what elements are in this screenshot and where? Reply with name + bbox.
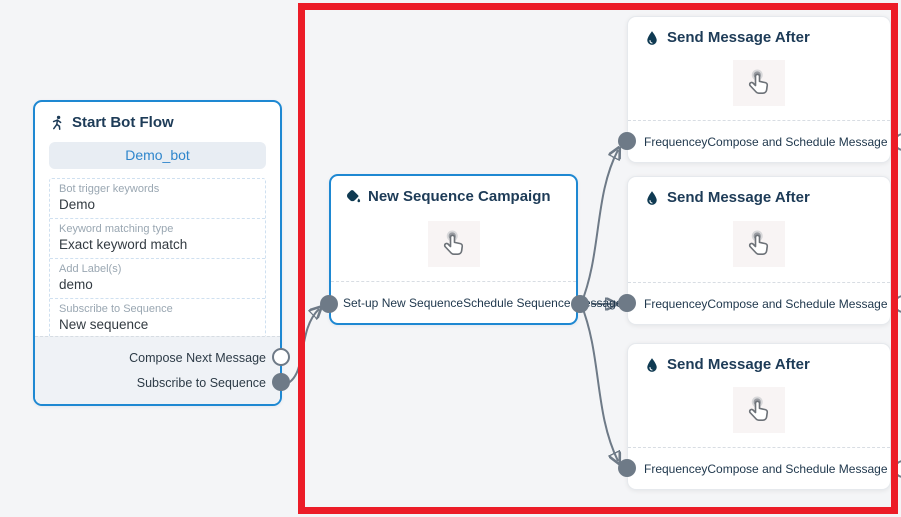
field-value: Exact keyword match — [59, 237, 188, 252]
node-send-message-after-1[interactable]: Send Message After Frequencey Compose an… — [618, 16, 901, 163]
send-node-footer: Frequencey Compose and Schedule Message — [628, 282, 901, 324]
port-set-up-new-sequence[interactable] — [320, 295, 338, 313]
campaign-node-footer: Set-up New Sequence Schedule Sequence Me… — [331, 281, 623, 323]
node-start-bot-flow[interactable]: Start Bot Flow Demo_bot Bot trigger keyw… — [33, 100, 290, 406]
port-subscribe-to-sequence[interactable] — [272, 373, 290, 391]
water-drop-icon — [647, 357, 657, 372]
port-schedule-sequence-message[interactable] — [571, 295, 589, 313]
send-node-body — [628, 381, 890, 439]
campaign-right-port-label: Schedule Sequence Message — [463, 295, 623, 310]
send-output-label: Compose and Schedule Message — [707, 134, 888, 149]
node-title: Send Message After — [667, 189, 810, 206]
port-compose-next-message[interactable] — [272, 348, 290, 366]
water-drop-icon — [647, 190, 657, 205]
send-node-body — [628, 54, 890, 112]
send-input-label: Frequencey — [644, 134, 708, 149]
field-value: demo — [59, 277, 93, 292]
send-output-label: Compose and Schedule Message — [707, 461, 888, 476]
field-label: Keyword matching type — [59, 223, 174, 235]
send-node-footer: Frequencey Compose and Schedule Message — [628, 447, 901, 489]
tap-hand-button[interactable] — [733, 221, 785, 267]
tap-hand-icon — [748, 396, 769, 421]
send-node-body — [628, 214, 890, 274]
node-title: Start Bot Flow — [72, 114, 174, 131]
node-new-sequence-campaign[interactable]: New Sequence Campaign Set-up New Sequenc… — [320, 174, 623, 325]
field-label: Add Label(s) — [59, 263, 122, 275]
field-label: Bot trigger keywords — [59, 183, 160, 195]
send-input-label: Frequencey — [644, 461, 708, 476]
tap-hand-icon — [443, 230, 463, 255]
field-add-labels[interactable]: Add Label(s) demo — [50, 258, 265, 298]
field-value: Demo — [59, 197, 96, 212]
node-send-message-after-2[interactable]: Send Message After Frequencey Compose an… — [618, 176, 901, 325]
running-person-icon — [52, 115, 62, 130]
node-title: Send Message After — [667, 29, 810, 46]
start-node-fields: Bot trigger keywords Demo Keyword matchi… — [49, 178, 266, 339]
tap-hand-button[interactable] — [733, 60, 785, 106]
port-frequencey[interactable] — [618, 132, 636, 150]
campaign-node-header: New Sequence Campaign — [331, 176, 576, 213]
wire-campaign-to-send-bottom — [580, 303, 618, 461]
output-label: Compose Next Message — [129, 350, 266, 365]
field-value: New sequence — [59, 317, 149, 332]
field-bot-trigger-keywords[interactable]: Bot trigger keywords Demo — [50, 179, 265, 218]
campaign-node-body — [331, 213, 576, 275]
tap-hand-icon — [748, 230, 769, 255]
port-compose-and-schedule-message[interactable] — [893, 294, 901, 313]
field-subscribe-to-sequence[interactable]: Subscribe to Sequence New sequence — [50, 298, 265, 338]
tap-hand-icon — [748, 69, 769, 94]
output-row-compose-next-message: Compose Next Message — [35, 345, 290, 370]
send-node-footer: Frequencey Compose and Schedule Message — [628, 120, 901, 162]
start-node-header: Start Bot Flow — [35, 102, 280, 139]
output-row-subscribe-to-sequence: Subscribe to Sequence — [35, 370, 290, 395]
output-label: Subscribe to Sequence — [136, 375, 266, 390]
send-input-label: Frequencey — [644, 296, 708, 311]
field-label: Subscribe to Sequence — [59, 303, 173, 315]
start-node-footer: Compose Next Message Subscribe to Sequen… — [35, 336, 290, 404]
tap-hand-button[interactable] — [733, 387, 785, 433]
campaign-left-port-label: Set-up New Sequence — [343, 295, 464, 310]
field-keyword-matching-type[interactable]: Keyword matching type Exact keyword matc… — [50, 218, 265, 258]
port-compose-and-schedule-message[interactable] — [893, 132, 901, 151]
node-title: New Sequence Campaign — [368, 188, 551, 205]
node-send-message-after-3[interactable]: Send Message After Frequencey Compose an… — [618, 343, 901, 490]
port-frequencey[interactable] — [618, 459, 636, 477]
send-node-header: Send Message After — [628, 344, 890, 381]
wire-campaign-to-send-top — [580, 150, 618, 305]
water-drop-icon — [647, 30, 657, 45]
send-node-header: Send Message After — [628, 177, 890, 214]
send-node-header: Send Message After — [628, 17, 890, 54]
bot-name-button[interactable]: Demo_bot — [49, 142, 266, 169]
ink-fill-icon — [347, 189, 361, 202]
node-title: Send Message After — [667, 356, 810, 373]
send-output-label: Compose and Schedule Message — [707, 296, 888, 311]
tap-hand-button[interactable] — [427, 221, 480, 267]
port-frequencey[interactable] — [618, 294, 636, 312]
port-compose-and-schedule-message[interactable] — [893, 459, 901, 478]
